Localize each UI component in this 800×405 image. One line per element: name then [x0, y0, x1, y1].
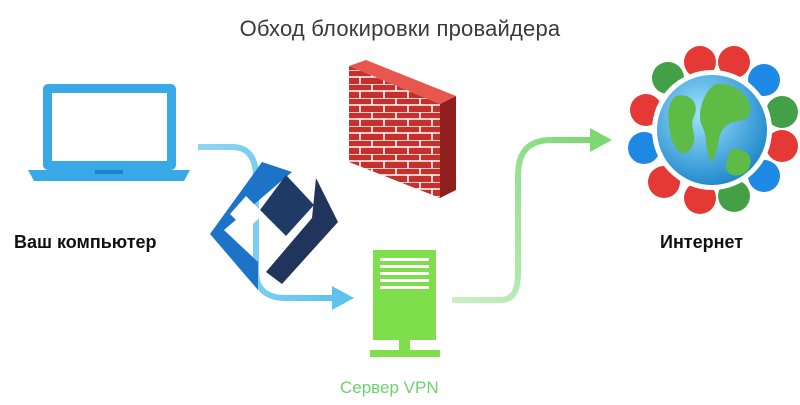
diagram-title: Обход блокировки провайдера — [239, 16, 561, 41]
logo-icon — [210, 162, 338, 290]
internet-globe-icon — [628, 46, 798, 214]
firewall-icon — [349, 60, 456, 198]
vpn-server-icon — [370, 250, 440, 357]
laptop-icon — [28, 84, 190, 181]
internet-label: Интернет — [660, 232, 744, 252]
computer-label: Ваш компьютер — [14, 232, 157, 252]
computer-to-vpn-arrow — [198, 144, 354, 310]
vpn-server-label: Сервер VPN — [340, 378, 439, 397]
vpn-to-internet-arrow — [452, 128, 612, 303]
